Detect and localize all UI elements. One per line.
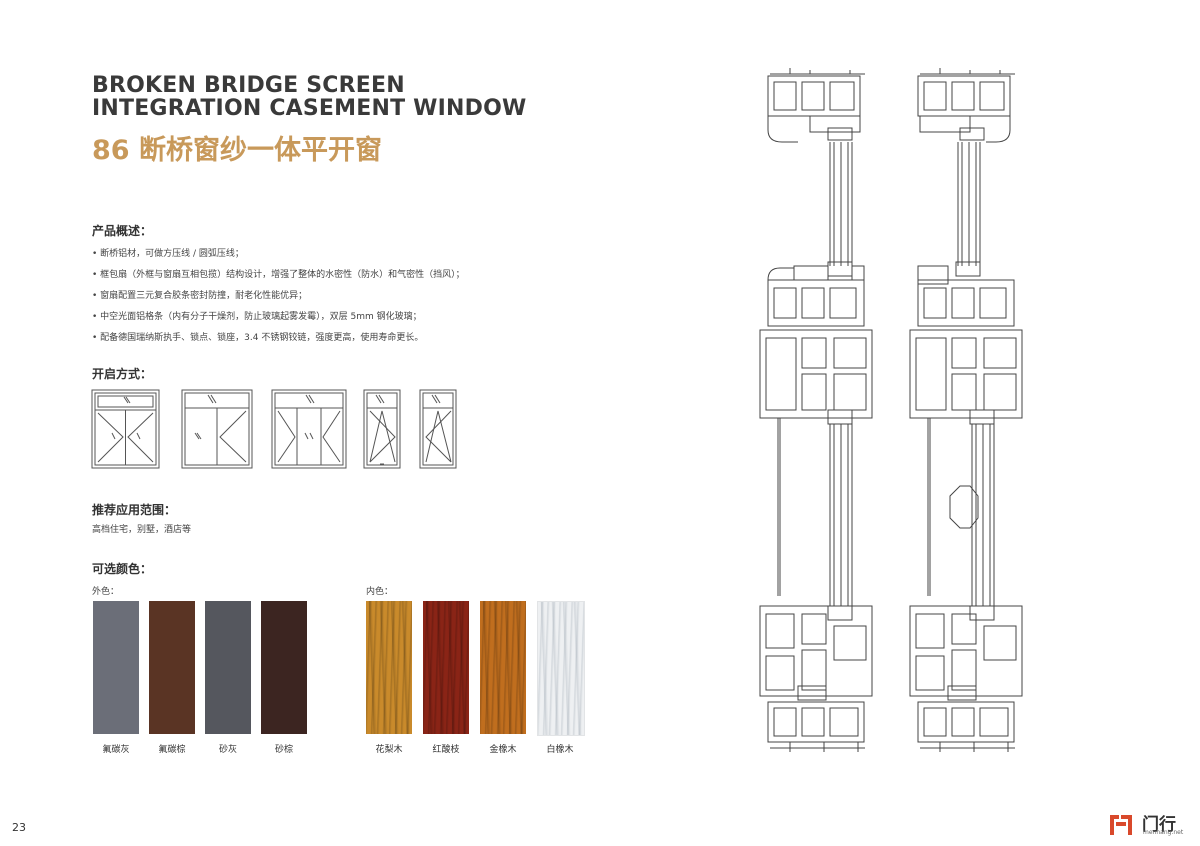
application-text: 高档住宅，别墅，酒店等: [92, 525, 192, 535]
logo-subtext: menhang.net: [1143, 829, 1184, 836]
inner-swatch-label: 花梨木: [375, 745, 403, 755]
application-heading: 推荐应用范围：: [92, 503, 177, 517]
inner-swatch-label: 金橡木: [489, 745, 517, 755]
cross-section-right: [910, 68, 1022, 752]
outer-swatch-2: [149, 601, 195, 734]
inner-swatch-2: [423, 601, 469, 734]
title-chinese: 86 断桥窗纱一体平开窗: [92, 135, 382, 166]
opening-diagram-4: [364, 390, 400, 468]
title-english-line-2: INTEGRATION CASEMENT WINDOW: [92, 96, 527, 121]
overview-item: 断桥铝材，可做方压线 / 圆弧压线；: [92, 244, 465, 265]
opening-diagrams: [90, 388, 470, 472]
inner-swatch-1: [366, 601, 412, 734]
cross-section-drawing: [750, 66, 1050, 756]
outer-swatch-label: 砂棕: [274, 745, 293, 755]
title-english-line-1: BROKEN BRIDGE SCREEN: [92, 73, 405, 98]
outer-swatch-4: [261, 601, 307, 734]
overview-item: 中空光面铝格条（内有分子干燥剂，防止玻璃起雾发霉），双层 5mm 钢化玻璃；: [92, 307, 465, 328]
colors-heading: 可选颜色：: [92, 562, 153, 576]
overview-item: 窗扇配置三元复合胶条密封防撞，耐老化性能优异；: [92, 286, 465, 307]
outer-swatch-label: 砂灰: [218, 745, 237, 755]
inner-swatch-4: [537, 601, 585, 736]
cross-section-left: [760, 68, 872, 752]
menhang-logo-icon: [1110, 815, 1132, 835]
inner-swatch-label: 白橡木: [546, 745, 574, 755]
page-number: 23: [12, 821, 26, 834]
outer-swatch-label: 氟碳棕: [158, 745, 186, 755]
overview-heading: 产品概述：: [92, 224, 153, 238]
logo-text: 门行: [1142, 815, 1176, 835]
opening-diagram-3: [272, 390, 346, 468]
inner-swatch-3: [480, 601, 526, 734]
outer-swatch-3: [205, 601, 251, 734]
overview-item: 配备德国瑞纳斯执手、锁点、锁座，3.4 不锈钢铰链，强度更高，使用寿命更长。: [92, 328, 465, 349]
outer-swatch-label: 氟碳灰: [102, 745, 130, 755]
inner-swatch-label: 红酸枝: [432, 745, 460, 755]
opening-diagram-2: [182, 390, 252, 468]
opening-diagram-5: [420, 390, 456, 468]
inner-color-label: 内色：: [366, 587, 394, 597]
overview-list: 断桥铝材，可做方压线 / 圆弧压线； 框包扇（外框与窗扇互相包揽）结构设计，增强…: [92, 244, 465, 349]
opening-heading: 开启方式：: [92, 367, 153, 381]
overview-item: 框包扇（外框与窗扇互相包揽）结构设计，增强了整体的水密性（防水）和气密性（挡风）…: [92, 265, 465, 286]
outer-color-label: 外色：: [92, 587, 120, 597]
outer-swatch-1: [93, 601, 139, 734]
opening-diagram-1: [92, 390, 159, 468]
